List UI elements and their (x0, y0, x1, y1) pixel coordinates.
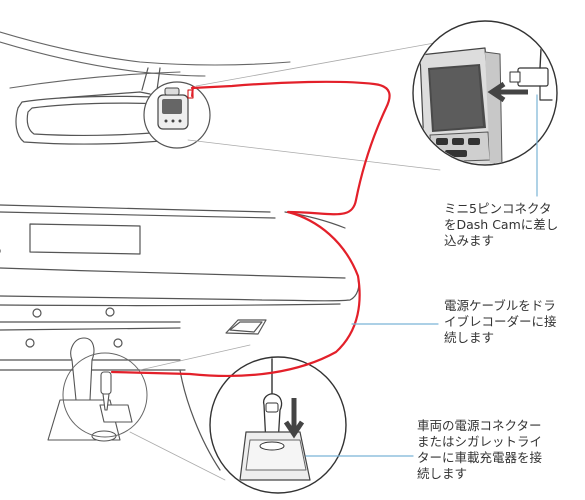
callout-line: 込みます (444, 233, 495, 248)
gear-shifter (47, 337, 133, 442)
callout-line: をDash Camに差し (444, 217, 559, 232)
magnified-charger-view (209, 356, 347, 494)
plug-focus-circle (62, 352, 148, 438)
cigarette-plug-small (100, 371, 112, 411)
arrow-down-icon (283, 398, 305, 439)
power-cable (110, 80, 391, 378)
callout-car-charger: 車両の電源コネクター またはシガレットライ ターに車載充電器を接 続します (417, 418, 542, 482)
callout-line: 続します (444, 330, 495, 345)
callout-line: ターに車載充電器を接 (417, 450, 543, 465)
callout-line: イブレコーダーに接 (444, 314, 557, 329)
callout-line: またはシガレットライ (417, 434, 543, 449)
arrow-left-icon (487, 81, 528, 103)
zoom-projection-lines-bottom (129, 344, 251, 481)
callout-leaders (305, 94, 538, 457)
magnified-connector-view (412, 20, 558, 166)
callout-line: 電源ケーブルをドラ (444, 298, 556, 313)
windshield-headliner (0, 31, 291, 89)
callout-line: 続します (417, 466, 468, 481)
callout-line: ミニ5ピンコネクタ (444, 201, 552, 216)
zoom-projection-lines (187, 41, 441, 171)
callout-power-cable: 電源ケーブルをドラ イブレコーダーに接 続します (444, 298, 557, 346)
callout-mini5-connector: ミニ5ピンコネクタ をDash Camに差し 込みます (444, 201, 558, 249)
dashboard-outline (0, 204, 360, 471)
callout-line: 車両の電源コネクター (417, 418, 542, 433)
dashcam-small (143, 81, 211, 149)
